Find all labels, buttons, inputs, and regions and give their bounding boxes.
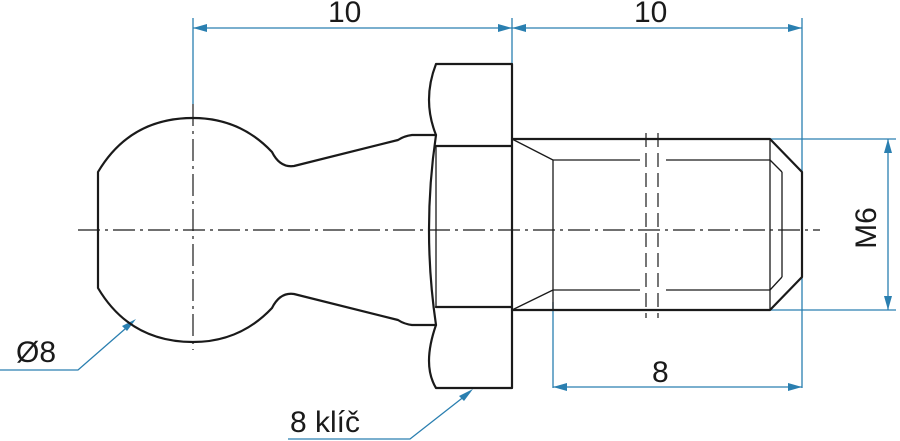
dim-thread-length: 8	[652, 356, 669, 389]
dimension-lines	[0, 18, 896, 440]
dim-ball-diameter: Ø8	[16, 336, 56, 369]
dim-thread-size: M6	[850, 207, 883, 249]
dim-wrench-size: 8 klíč	[290, 406, 360, 439]
ball-stud-outline	[96, 62, 804, 390]
dim-right-10: 10	[634, 0, 667, 29]
center-lines	[78, 104, 820, 350]
dim-left-10: 10	[328, 0, 361, 29]
